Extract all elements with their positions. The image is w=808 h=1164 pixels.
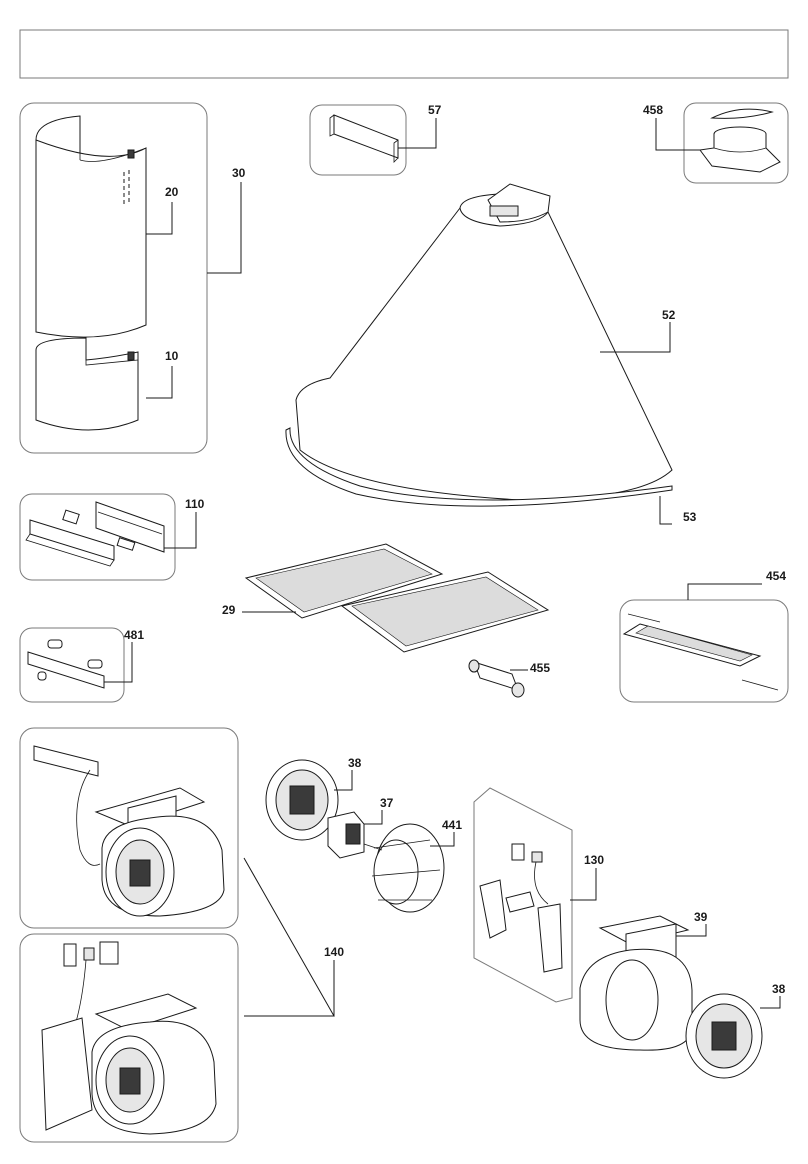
motor-box-bottom-group: 140 bbox=[19, 857, 344, 1143]
switch-set-481-group: 481 bbox=[19, 627, 144, 703]
callout-38-bottom: 38 bbox=[772, 982, 786, 996]
callout-140: 140 bbox=[324, 945, 344, 959]
callout-441: 441 bbox=[442, 818, 462, 832]
capacitor-37: 37 bbox=[327, 796, 394, 859]
callout-458: 458 bbox=[643, 103, 663, 117]
adapter-458-group: 458 bbox=[643, 102, 789, 184]
callout-38-top: 38 bbox=[348, 756, 362, 770]
callout-30: 30 bbox=[232, 166, 246, 180]
vent-slots bbox=[123, 170, 130, 206]
callout-57: 57 bbox=[428, 103, 442, 117]
callout-20: 20 bbox=[165, 185, 179, 199]
wiring-set-130-group: 130 bbox=[473, 787, 604, 1003]
motor-box-top-group bbox=[19, 727, 239, 929]
bracket-57-group: 57 bbox=[309, 103, 442, 176]
filters-29-group: 29 bbox=[222, 543, 550, 653]
callout-110: 110 bbox=[185, 497, 205, 511]
chimney-group: 20 10 30 bbox=[19, 102, 246, 454]
grille-38b: 38 bbox=[685, 982, 786, 1079]
callout-10: 10 bbox=[165, 349, 179, 363]
lower-chimney-part bbox=[35, 337, 139, 431]
lamp-holder-455-group: 455 bbox=[468, 659, 550, 698]
callout-481: 481 bbox=[124, 628, 144, 642]
callout-53: 53 bbox=[683, 510, 697, 524]
callout-29: 29 bbox=[222, 603, 236, 617]
motor-housing-39: 39 bbox=[579, 910, 708, 1051]
callout-130: 130 bbox=[584, 853, 604, 867]
callout-52: 52 bbox=[662, 308, 676, 322]
callout-39: 39 bbox=[694, 910, 708, 924]
hood-group: 52 53 bbox=[285, 183, 697, 525]
callout-37: 37 bbox=[380, 796, 394, 810]
upper-chimney-part bbox=[35, 115, 147, 338]
lamp-glass-454-group: 454 bbox=[619, 569, 789, 703]
terminal-set-110-group: 110 bbox=[19, 493, 205, 581]
grille-38a: 38 bbox=[265, 756, 362, 841]
callout-454: 454 bbox=[766, 569, 786, 583]
callout-455: 455 bbox=[530, 661, 550, 675]
impeller-441: 441 bbox=[363, 818, 462, 913]
header-box bbox=[19, 29, 789, 79]
